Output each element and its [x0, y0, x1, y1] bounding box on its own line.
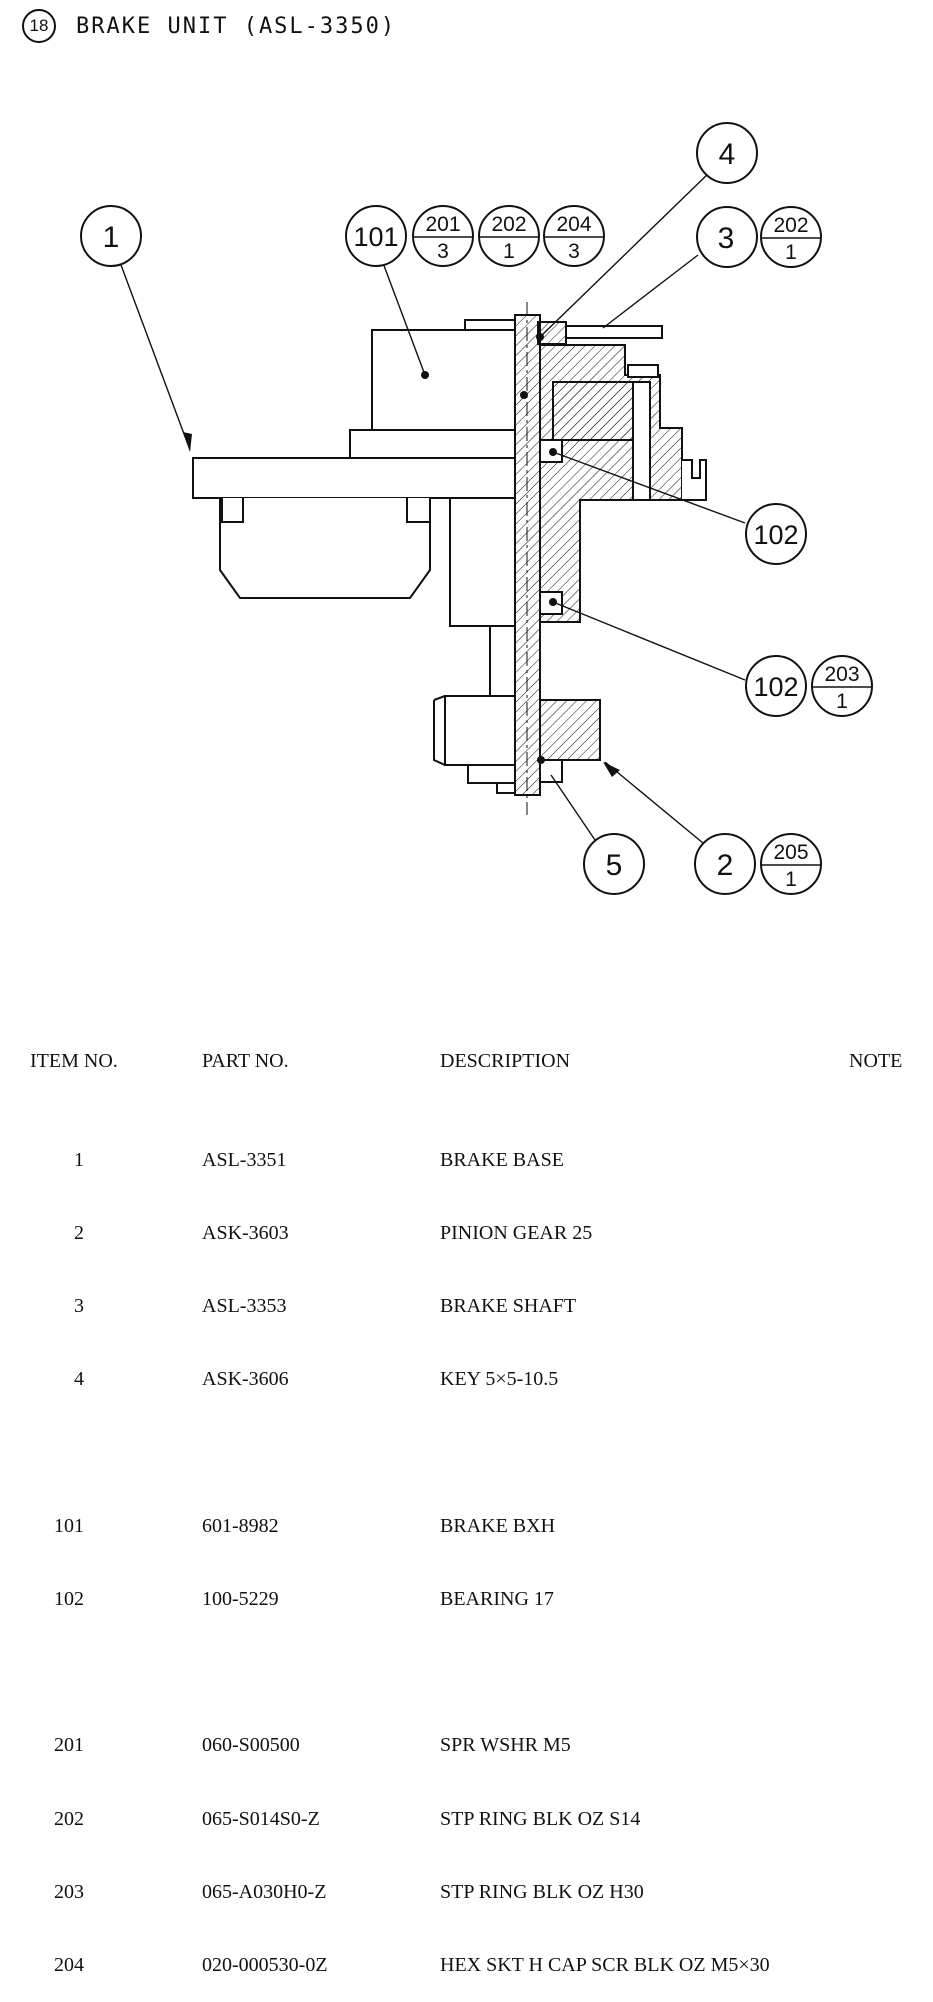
- table-row-part: ASK-3603: [202, 1222, 289, 1245]
- callout-4-label: 4: [719, 138, 736, 171]
- table-row-part: ASL-3353: [202, 1295, 287, 1318]
- page-title: 18 BRAKE UNIT (ASL-3350): [22, 8, 396, 44]
- callout-202-qty: [478, 205, 540, 267]
- table-row-item: 204: [54, 1954, 84, 1977]
- table-row-description: BRAKE BXH: [440, 1514, 556, 1537]
- callout-102-second: [745, 655, 807, 717]
- item-column: 1 2 3 4 101 102 201 202 203 204: [40, 1099, 84, 2002]
- table-row-item: 101: [54, 1514, 84, 1537]
- callout-101-label: 101: [353, 222, 398, 252]
- table-row-item: 4: [74, 1368, 84, 1391]
- table-row-part: 065-S014S0-Z: [202, 1807, 320, 1830]
- assembly-outline: [192, 302, 707, 815]
- fraction-202-second-top: 202: [773, 214, 808, 237]
- callout-3: [696, 206, 758, 268]
- table-row-part: 100-5229: [202, 1588, 279, 1611]
- callout-1-label: 1: [103, 221, 120, 254]
- table-row-description: KEY 5×5-10.5: [440, 1368, 559, 1391]
- fraction-bars: [413, 236, 872, 866]
- table-row-part: 601-8982: [202, 1514, 279, 1537]
- callout-5: [583, 833, 645, 895]
- table-row-description: STP RING BLK OZ H30: [440, 1880, 644, 1903]
- callout-204-qty: [543, 205, 605, 267]
- fraction-202-top: 202: [491, 213, 526, 236]
- callout-101: [345, 205, 407, 267]
- callout-1: [80, 205, 142, 267]
- table-row-part: 065-A030H0-Z: [202, 1880, 327, 1903]
- table-row-item: 102: [54, 1588, 84, 1611]
- table-row-item: 3: [74, 1295, 84, 1318]
- fraction-204-bottom: 3: [568, 240, 580, 263]
- table-row-description: PINION GEAR 25: [440, 1222, 593, 1245]
- table-row-item: 1: [74, 1148, 84, 1171]
- fraction-205-top: 205: [773, 841, 808, 864]
- table-row-item: 201: [54, 1734, 84, 1757]
- section-title: BRAKE UNIT (ASL-3350): [76, 13, 397, 39]
- callout-203-qty: [811, 655, 873, 717]
- fraction-205-bottom: 1: [785, 868, 797, 891]
- callout-4: [696, 122, 758, 184]
- callout-102-second-label: 102: [753, 672, 798, 702]
- header-item-no: ITEM NO.: [30, 1050, 118, 1072]
- table-row-item: 2: [74, 1222, 84, 1245]
- part-column: ASL-3351 ASK-3603 ASL-3353 ASK-3606 601-…: [202, 1099, 328, 2002]
- leader-dots: [183, 333, 620, 777]
- callout-2: [694, 833, 756, 895]
- leader-lines: [120, 170, 746, 849]
- callout-2-label: 2: [717, 849, 734, 882]
- table-row-description: STP RING BLK OZ S14: [440, 1807, 641, 1830]
- fraction-202-bottom: 1: [503, 240, 515, 263]
- callout-5-label: 5: [606, 849, 623, 882]
- fraction-201-bottom: 3: [437, 240, 449, 263]
- table-row-item: 203: [54, 1880, 84, 1903]
- callout-102: [745, 503, 807, 565]
- fraction-203-bottom: 1: [836, 690, 848, 713]
- header-note: NOTE: [849, 1050, 903, 1072]
- callout-202-qty-second: [760, 206, 822, 268]
- callout-3-label: 3: [718, 222, 735, 255]
- callout-102-label: 102: [753, 520, 798, 550]
- table-row-description: BRAKE BASE: [440, 1148, 564, 1171]
- fraction-201-top: 201: [425, 213, 460, 236]
- table-row-description: BEARING 17: [440, 1588, 554, 1611]
- fraction-203-top: 203: [824, 663, 859, 686]
- table-row-part: 020-000530-0Z: [202, 1954, 328, 1977]
- description-column: BRAKE BASE PINION GEAR 25 BRAKE SHAFT KE…: [440, 1099, 770, 2002]
- fraction-202-second-bottom: 1: [785, 241, 797, 264]
- brake-unit-drawing: 1 4 3 101 102 102 5 2 201 3 202 1 204 3 …: [80, 122, 873, 895]
- header-description: DESCRIPTION: [440, 1050, 571, 1072]
- table-row-description: HEX SKT H CAP SCR BLK OZ M5×30: [440, 1954, 770, 1977]
- table-row-item: 202: [54, 1807, 84, 1830]
- table-row-part: ASL-3351: [202, 1148, 287, 1171]
- table-row-description: SPR WSHR M5: [440, 1734, 571, 1757]
- callout-205-qty: [760, 833, 822, 895]
- header-part-no: PART NO.: [202, 1050, 289, 1072]
- callout-201-qty: [412, 205, 474, 267]
- table-row-part: ASK-3606: [202, 1368, 289, 1391]
- fraction-204-top: 204: [556, 213, 591, 236]
- table-row-part: 060-S00500: [202, 1734, 300, 1757]
- table-row-description: BRAKE SHAFT: [440, 1295, 577, 1318]
- section-number: 18: [22, 9, 56, 43]
